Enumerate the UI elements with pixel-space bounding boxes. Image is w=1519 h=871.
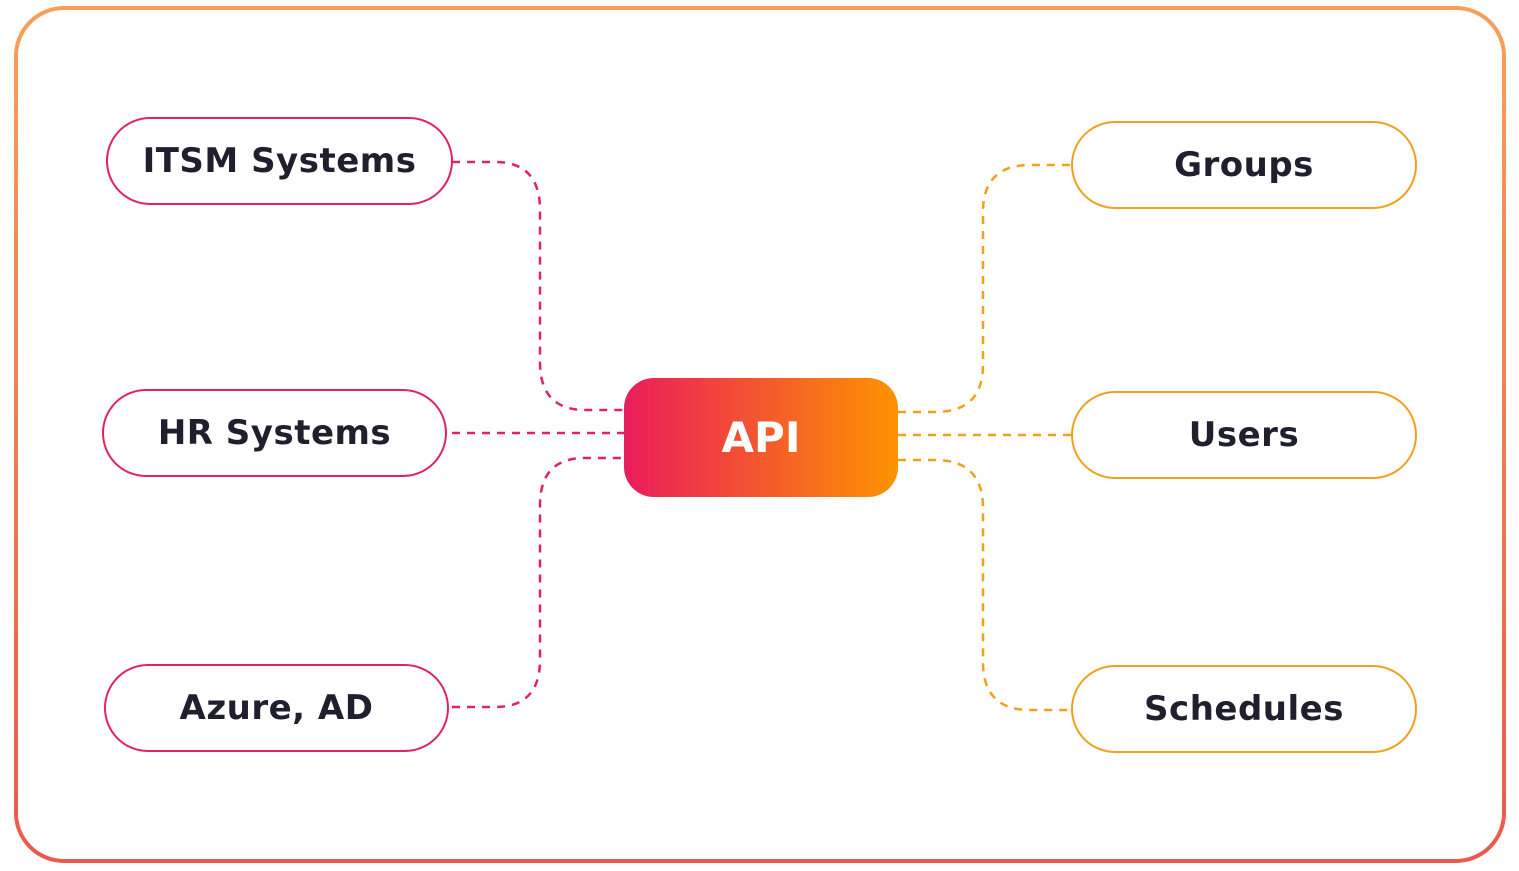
target-node-users: Users xyxy=(1071,391,1417,479)
connector-schedules xyxy=(898,458,1071,712)
source-node-azure-ad: Azure, AD xyxy=(104,664,449,752)
target-node-groups: Groups xyxy=(1071,121,1417,209)
target-connectors xyxy=(898,163,1071,712)
connector-azure-ad xyxy=(452,456,624,709)
outer-frame xyxy=(14,6,1506,863)
connector-groups xyxy=(898,163,1071,414)
api-hub: API xyxy=(624,378,898,497)
source-connectors xyxy=(452,160,624,709)
source-node-hr-systems: HR Systems xyxy=(102,389,447,477)
target-node-schedules: Schedules xyxy=(1071,665,1417,753)
source-node-itsm-systems: ITSM Systems xyxy=(106,117,453,205)
connector-itsm-systems xyxy=(452,160,624,412)
